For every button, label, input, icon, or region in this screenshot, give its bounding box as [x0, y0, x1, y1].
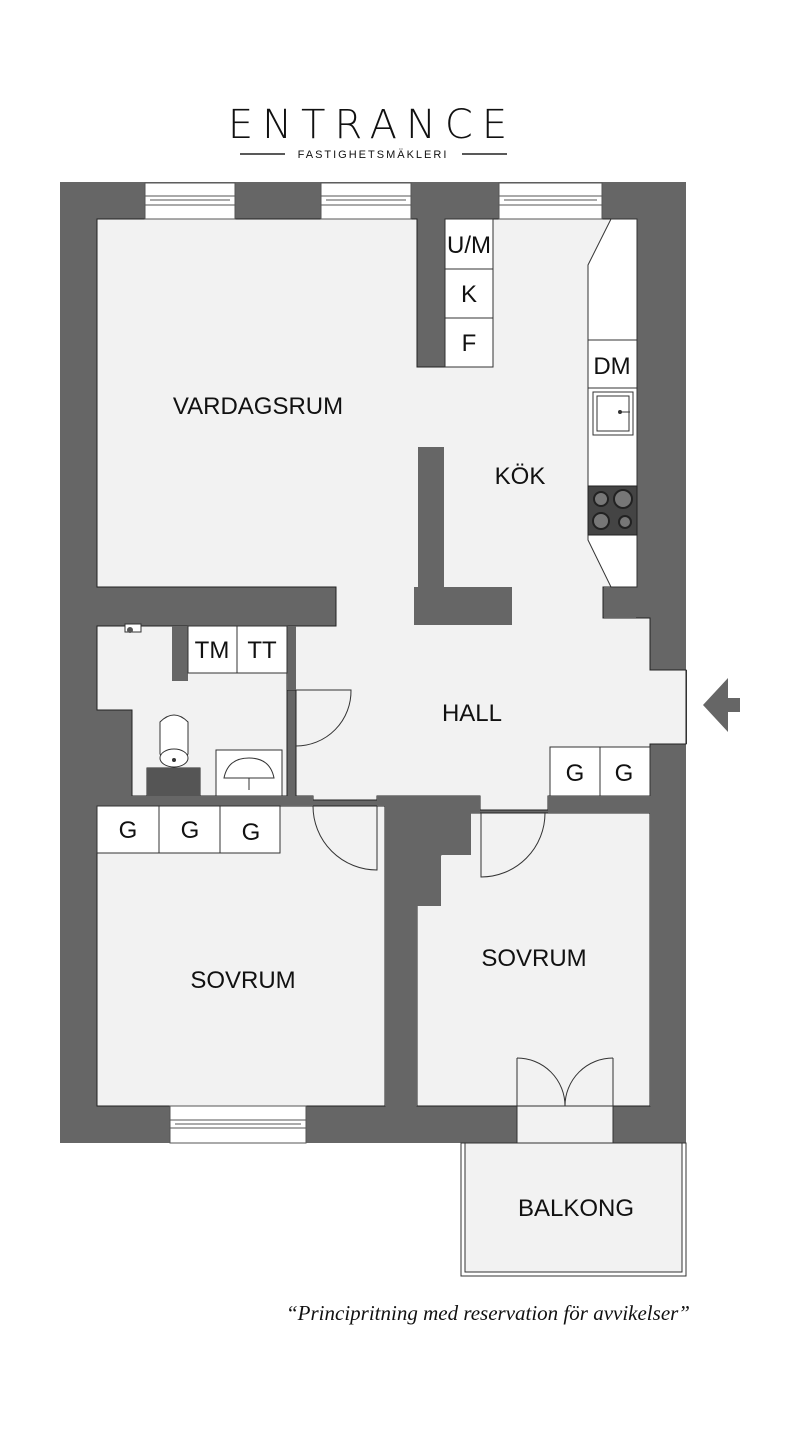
arrow-left-icon: [703, 678, 740, 732]
room-label-sovrum-left: SOVRUM: [190, 967, 295, 994]
disclaimer: “Principritning med reservation för avvi…: [286, 1301, 690, 1325]
laundry-machines: [187, 625, 288, 674]
label-dm: DM: [593, 353, 630, 380]
brand-name: ENTRANCE: [228, 102, 516, 148]
kitchen-appliance-column: [444, 218, 494, 368]
room-label-vardagsrum: VARDAGSRUM: [173, 393, 343, 420]
door-bathroom: [295, 689, 352, 747]
room-label-balkong: BALKONG: [518, 1195, 634, 1222]
window-4: [169, 1105, 307, 1144]
brand-tagline: FASTIGHETSMÄKLERI: [298, 149, 449, 161]
room-label-sovrum-right: SOVRUM: [481, 945, 586, 972]
entrance-door-line: [686, 670, 687, 744]
bedroom-walls: [297, 796, 686, 1106]
door-balcony-right: [564, 1057, 614, 1107]
washbasin-icon: [215, 749, 283, 797]
inner-walls: [172, 447, 636, 690]
label-g-4: G: [566, 760, 585, 787]
inner-wall: [97, 796, 313, 806]
label-f: F: [462, 330, 477, 357]
wardrobes-left: [96, 805, 281, 854]
door-bedroom-right: [480, 812, 546, 878]
label-tm: TM: [195, 637, 230, 664]
floor-areas: [96, 218, 687, 1107]
label-g-2: G: [181, 817, 200, 844]
window-2: [320, 182, 412, 220]
label-k: K: [461, 281, 477, 308]
doors: [295, 689, 614, 1107]
balcony: [460, 1142, 687, 1277]
toilet-icon: [147, 714, 200, 796]
label-g-5: G: [615, 760, 634, 787]
window-1: [144, 182, 236, 220]
room-label-hall: HALL: [442, 700, 502, 727]
window-3: [498, 182, 603, 220]
balcony-door-opening: [516, 1105, 614, 1144]
room-label-kok: KÖK: [495, 463, 546, 490]
door-bedroom-left: [312, 805, 378, 871]
tap-icon: [124, 623, 142, 633]
label-tt: TT: [247, 637, 277, 664]
logo: ENTRANCE FASTIGHETSMÄKLERI: [228, 102, 516, 161]
door-balcony-left: [516, 1057, 566, 1107]
label-g-3: G: [242, 819, 261, 846]
windows: [144, 182, 603, 1144]
label-g-1: G: [119, 817, 138, 844]
stove-icon: [587, 485, 638, 536]
sink-icon: [592, 391, 634, 436]
label-um: U/M: [447, 232, 491, 259]
